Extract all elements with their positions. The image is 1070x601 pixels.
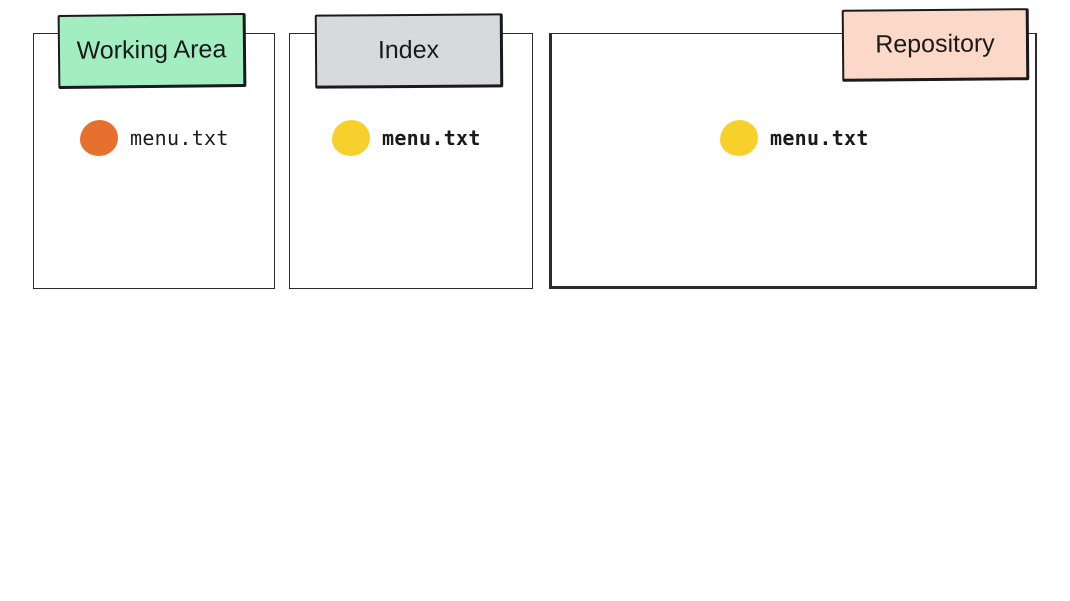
staged-status-dot-icon — [332, 120, 370, 156]
repository-tag: Repository — [841, 8, 1030, 82]
committed-status-dot-icon — [720, 120, 758, 156]
index-tag: Index — [314, 13, 504, 89]
file-name: menu.txt — [382, 126, 481, 150]
index-file: menu.txt — [332, 118, 481, 158]
working-area-file: menu.txt — [80, 118, 229, 158]
working-area-tag: Working Area — [57, 13, 247, 89]
modified-status-dot-icon — [80, 120, 118, 156]
repository-file: menu.txt — [720, 118, 869, 158]
file-name: menu.txt — [130, 126, 229, 150]
file-name: menu.txt — [770, 126, 869, 150]
